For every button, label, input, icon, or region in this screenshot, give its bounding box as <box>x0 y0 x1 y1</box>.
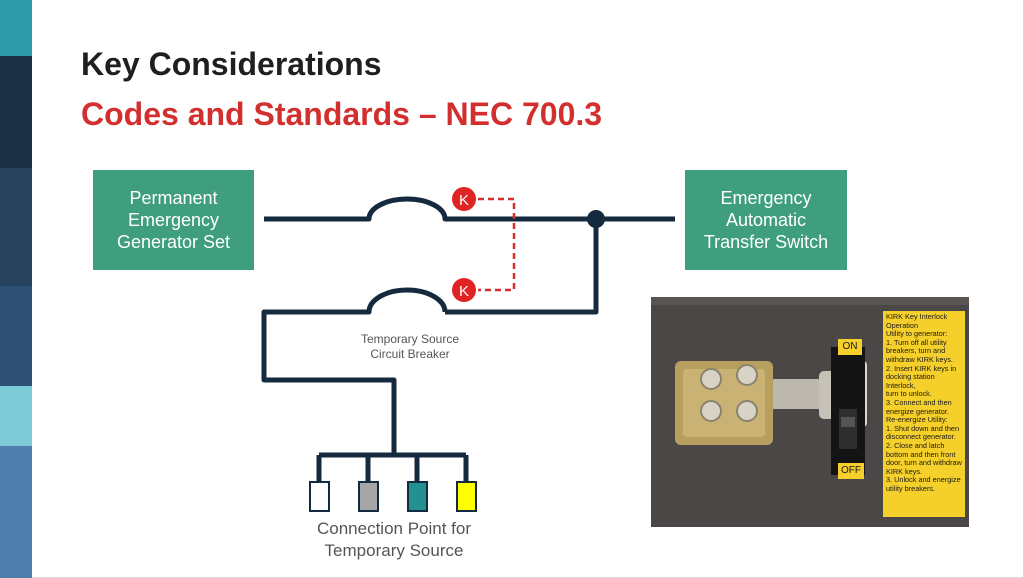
interlock-link <box>478 197 516 292</box>
sidebar-segment-light-teal <box>0 386 32 446</box>
sidebar-segment-blue <box>0 286 32 386</box>
tie-line <box>445 219 599 315</box>
permanent-generator-box: Permanent Emergency Generator Set <box>93 170 254 270</box>
sidebar-segment-teal <box>0 0 32 56</box>
sidebar-segment-dark-navy <box>0 56 32 168</box>
main-feed-line <box>264 196 675 222</box>
temporary-breaker-line <box>261 287 448 455</box>
slide-subtitle: Codes and Standards – NEC 700.3 <box>81 96 603 132</box>
key-interlock-bottom-letter: K <box>459 283 469 300</box>
connector-gray <box>358 481 379 512</box>
key-interlock-top-letter: K <box>459 192 469 209</box>
breaker-label: Temporary Source Circuit Breaker <box>360 332 460 361</box>
off-label: OFF <box>838 463 864 479</box>
sidebar-segment-steel-blue <box>0 446 32 578</box>
key-interlock-photo: ON OFF KIRK Key Interlock Operation Util… <box>651 297 969 527</box>
connector-white <box>309 481 330 512</box>
slide-title: Key Considerations <box>81 46 382 82</box>
key-interlock-top: K <box>452 187 476 211</box>
connection-point-label: Connection Point for Temporary Source <box>316 519 472 560</box>
sidebar-segment-navy <box>0 168 32 286</box>
decorative-sidebar <box>0 0 32 578</box>
connection-bus <box>316 452 469 484</box>
interlock-instructions: KIRK Key Interlock Operation Utility to … <box>883 311 965 517</box>
connector-teal <box>407 481 428 512</box>
junction-dot <box>587 210 605 228</box>
key-interlock-bottom: K <box>452 278 476 302</box>
on-label: ON <box>838 339 862 355</box>
emergency-ats-box: Emergency Automatic Transfer Switch <box>685 170 847 270</box>
connector-yellow <box>456 481 477 512</box>
